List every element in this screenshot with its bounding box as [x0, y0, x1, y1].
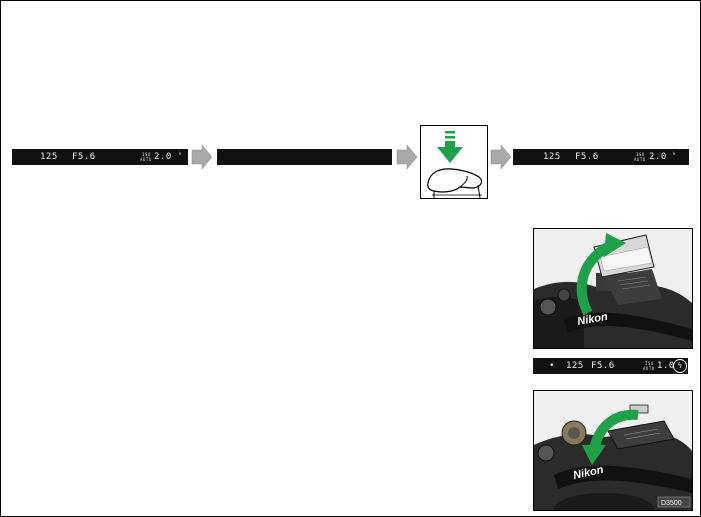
frames-suffix: k [179, 151, 182, 156]
aperture-value: F5.6 [591, 361, 615, 371]
brand-logo: Nikon [576, 311, 608, 328]
camera-flash-raise-photo: Nikon [533, 228, 693, 349]
aperture-value: F5.6 [72, 152, 96, 162]
arrow-right-icon [396, 145, 418, 169]
frames-remaining: 1.0 [657, 361, 675, 371]
shutter-speed: 125 [566, 361, 584, 371]
iso-label-bottom: AUTO [634, 157, 646, 162]
shutter-speed: 125 [40, 152, 58, 162]
shutter-speed: 125 [543, 152, 561, 162]
arrow-right-icon [191, 145, 213, 169]
viewfinder-display-before: 125 F5.6 ISO AUTO 2.0 k [12, 149, 188, 165]
iso-label-bottom: AUTO [140, 157, 152, 162]
frames-remaining: 2.0 [649, 152, 667, 162]
camera-flash-lower-photo: Nikon D3500 [533, 390, 693, 511]
iso-label-top: ISO [142, 152, 151, 157]
aperture-value: F5.6 [575, 152, 599, 162]
iso-label-bottom: AUTO [643, 366, 655, 371]
iso-label-top: ISO [636, 152, 645, 157]
shutter-button-press-icon [420, 125, 488, 199]
frames-suffix: k [673, 151, 676, 156]
flash-ready-icon: ϟ [673, 359, 687, 373]
iso-label-top: ISO [645, 361, 654, 366]
model-badge: D3500 [661, 500, 682, 507]
focus-indicator: • [549, 361, 555, 371]
viewfinder-display-blank [217, 149, 392, 165]
viewfinder-display-after: 125 F5.6 ISO AUTO 2.0 k [513, 149, 689, 165]
arrow-right-icon [490, 145, 512, 169]
viewfinder-display-flash: • 125 F5.6 ISO AUTO 1.0 ϟ [533, 358, 688, 374]
frames-remaining: 2.0 [154, 152, 172, 162]
